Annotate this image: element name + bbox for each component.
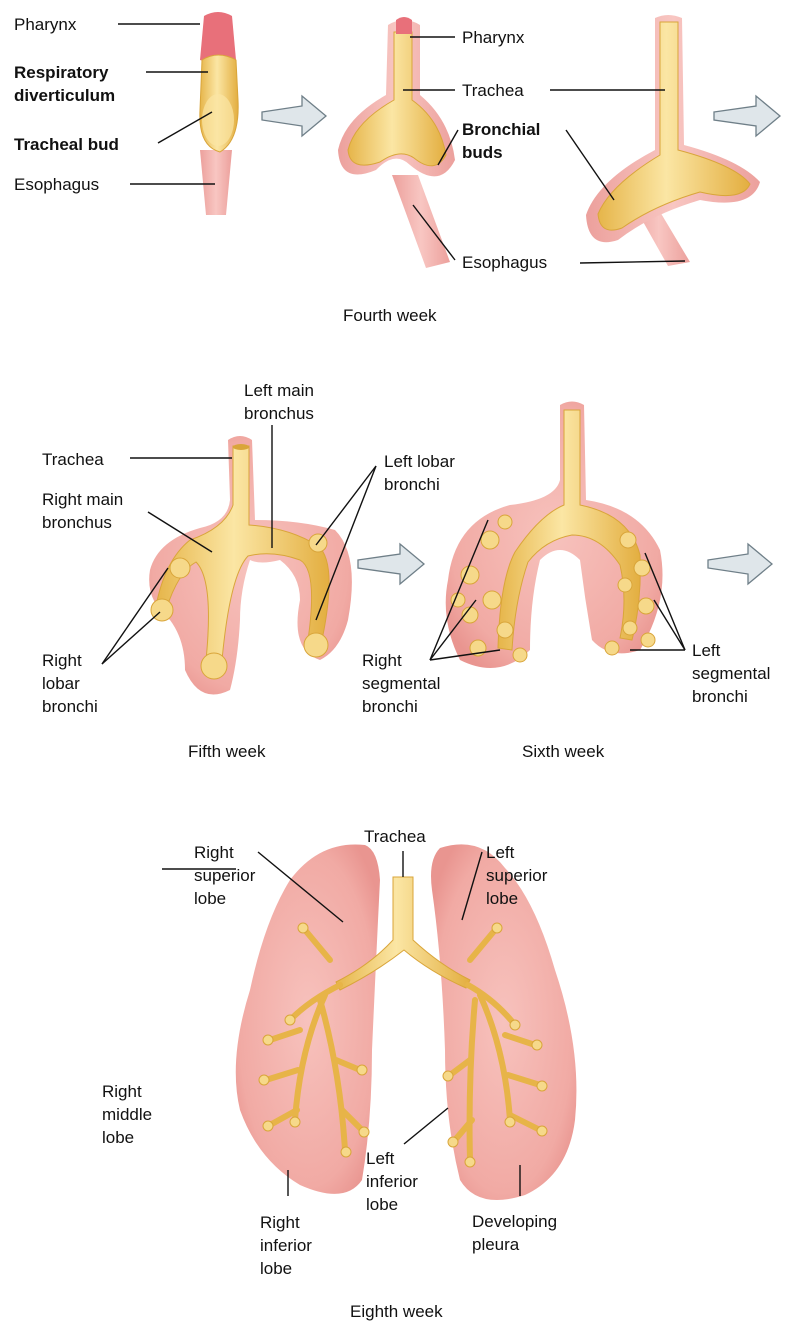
stage-bronchial-buds [338, 17, 455, 268]
tracheal-bud-shape [202, 94, 234, 146]
label-left-main-2: bronchus [244, 404, 314, 423]
right-lobar-bud-upper [170, 558, 190, 578]
label-dev-pleura-1: Developing [472, 1212, 557, 1231]
caption-fourth-week: Fourth week [343, 306, 437, 325]
label-bronchial: Bronchial [462, 120, 540, 139]
esophagus-tube-a [200, 150, 232, 215]
esophagus-tube-b [392, 175, 450, 268]
label-pharynx-b: Pharynx [462, 28, 525, 47]
label-pharynx-a: Pharynx [14, 15, 77, 34]
pharynx-shape-b [396, 17, 412, 34]
label-left-sup-2: superior [486, 866, 548, 885]
label-right-lobar-2: lobar [42, 674, 80, 693]
stage-arrow-3 [358, 544, 424, 584]
label-right-sup-3: lobe [194, 889, 226, 908]
label-respiratory: Respiratory [14, 63, 109, 82]
label-left-main-1: Left main [244, 381, 314, 400]
label-left-seg-3: bronchi [692, 687, 748, 706]
left-lobar-bud-lower [304, 633, 328, 657]
label-esophagus-b: Esophagus [462, 253, 547, 272]
label-dev-pleura-2: pleura [472, 1235, 520, 1254]
label-right-lobar-3: bronchi [42, 697, 98, 716]
caption-fifth-week: Fifth week [188, 742, 266, 761]
label-left-inf-3: lobe [366, 1195, 398, 1214]
right-lobar-bud-lower [201, 653, 227, 679]
label-diverticulum: diverticulum [14, 86, 115, 105]
label-right-main-1: Right main [42, 490, 123, 509]
caption-sixth-week: Sixth week [522, 742, 605, 761]
label-right-sup-1: Right [194, 843, 234, 862]
label-trachea-c: Trachea [42, 450, 104, 469]
label-tracheal-bud: Tracheal bud [14, 135, 119, 154]
label-trachea-d: Trachea [364, 827, 426, 846]
stage-sixth-week [446, 402, 663, 669]
label-left-lobar-1: Left lobar [384, 452, 455, 471]
label-right-seg-1: Right [362, 651, 402, 670]
label-left-inf-2: inferior [366, 1172, 418, 1191]
caption-eighth-week: Eighth week [350, 1302, 443, 1321]
label-right-inf-1: Right [260, 1213, 300, 1232]
trachea-opening-c [233, 444, 249, 450]
label-buds: buds [462, 143, 503, 162]
stage-eighth-week [236, 844, 577, 1200]
label-left-sup-3: lobe [486, 889, 518, 908]
stage-arrow-2 [714, 96, 780, 136]
label-right-mid-2: middle [102, 1105, 152, 1124]
label-right-main-2: bronchus [42, 513, 112, 532]
label-left-seg-2: segmental [692, 664, 770, 683]
label-esophagus-a: Esophagus [14, 175, 99, 194]
label-left-lobar-2: bronchi [384, 475, 440, 494]
label-right-seg-3: bronchi [362, 697, 418, 716]
stage-fifth-week [149, 436, 352, 695]
label-right-mid-3: lobe [102, 1128, 134, 1147]
label-right-mid-1: Right [102, 1082, 142, 1101]
label-right-seg-2: segmental [362, 674, 440, 693]
label-right-sup-2: superior [194, 866, 256, 885]
stage-bronchial-buds-later [586, 15, 760, 266]
stage-arrow-4 [708, 544, 772, 584]
label-right-inf-2: inferior [260, 1236, 312, 1255]
label-right-inf-3: lobe [260, 1259, 292, 1278]
bronchial-bud-shape [348, 32, 446, 166]
label-trachea-b: Trachea [462, 81, 524, 100]
label-right-lobar-1: Right [42, 651, 82, 670]
label-left-sup-1: Left [486, 843, 515, 862]
label-left-seg-1: Left [692, 641, 721, 660]
label-left-inf-1: Left [366, 1149, 395, 1168]
right-lung-shape [236, 844, 380, 1193]
stage-arrow-1 [262, 96, 326, 136]
